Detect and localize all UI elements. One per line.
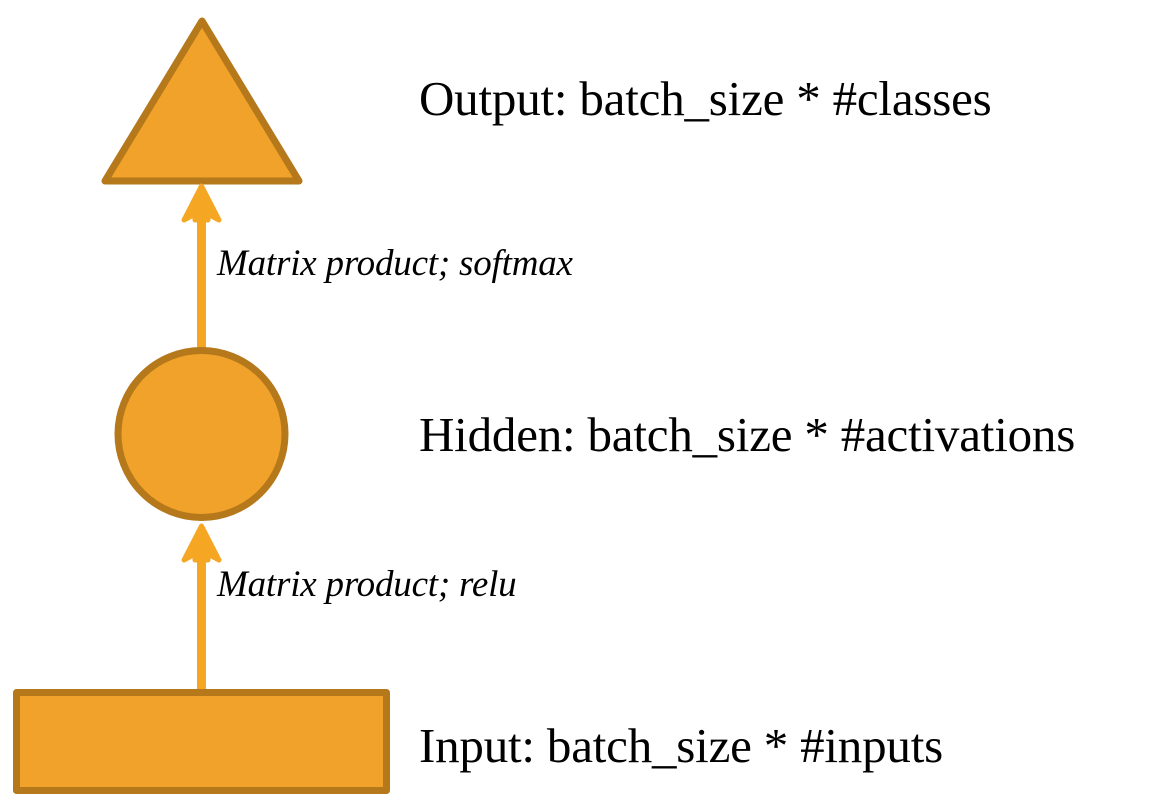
edge-label-input-to-hidden: Matrix product; relu: [217, 564, 517, 605]
edge-hidden-to-output[interactable]: [181, 183, 222, 352]
node-label-output: Output: batch_size * #classes: [419, 71, 992, 126]
triangle-shape[interactable]: [101, 17, 303, 185]
up-arrow-icon-shaft: [197, 215, 206, 352]
node-label-input: Input: batch_size * #inputs: [419, 718, 943, 773]
rectangle-shape[interactable]: [13, 689, 390, 794]
circle-shape[interactable]: [114, 347, 289, 521]
up-arrow-icon-head: [181, 183, 222, 223]
node-hidden[interactable]: [114, 347, 289, 521]
node-input[interactable]: [13, 689, 390, 794]
edge-label-hidden-to-output: Matrix product; softmax: [217, 243, 573, 284]
node-output[interactable]: [101, 17, 303, 185]
node-label-hidden: Hidden: batch_size * #activations: [419, 407, 1076, 462]
edge-input-to-hidden[interactable]: [181, 523, 222, 691]
up-arrow-icon-head: [181, 523, 222, 563]
up-arrow-icon-shaft: [197, 555, 206, 691]
